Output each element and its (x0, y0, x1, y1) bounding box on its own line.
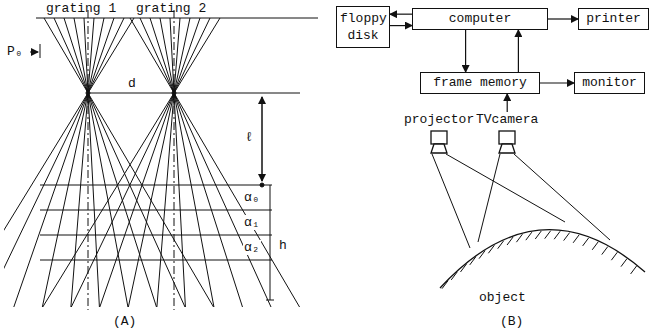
projector-device: projector (398, 112, 480, 154)
dimension: h (278, 238, 288, 253)
dimension: α₂ (243, 240, 261, 255)
part-name: grating 2 (136, 1, 206, 16)
node-text: printer (585, 11, 642, 27)
node-text: frame memory (427, 75, 533, 91)
part-name: object (478, 290, 527, 305)
center-line (174, 10, 175, 310)
dimension: P₀ (6, 44, 24, 59)
grating-point (172, 91, 176, 95)
connector-arrow (518, 30, 519, 72)
camera-device: TVcamera (470, 112, 544, 154)
view-ray (514, 154, 610, 240)
dimension-arrow (262, 97, 263, 181)
connector-arrow (390, 25, 412, 26)
figure-label: (B) (500, 314, 523, 329)
projection-ray (432, 154, 470, 248)
contour-plane (40, 210, 272, 211)
node-text: monitor (581, 75, 638, 91)
process-box: computer (412, 8, 548, 30)
dimension: α₀ (243, 190, 261, 205)
node-text: TVcamera (476, 112, 538, 128)
memory-box: frame memory (420, 72, 540, 94)
dimension: α₁ (243, 215, 261, 230)
height-line (270, 185, 271, 300)
dimension-arrow (262, 97, 263, 181)
storage-box: floppy disk (336, 6, 390, 48)
view-ray (478, 154, 500, 242)
part-name: grating 1 (46, 1, 116, 16)
connector-arrow (540, 82, 574, 83)
connector-arrow (390, 14, 412, 15)
node-text: floppy disk (340, 10, 386, 44)
pitch-tick (40, 44, 41, 58)
connector-arrow (507, 94, 508, 112)
object-surface (440, 230, 645, 288)
dimension: ℓ (244, 130, 254, 145)
projection-ray (446, 154, 565, 222)
connector-arrow (548, 18, 578, 19)
contour-plane (40, 260, 272, 261)
device-icon (495, 130, 519, 154)
output-box: printer (578, 8, 649, 30)
center-line (88, 10, 89, 310)
output-box: monitor (574, 72, 645, 94)
contour-plane (40, 185, 272, 186)
light-rays (4, 18, 301, 307)
node-text: computer (419, 11, 541, 27)
node-text: projector (404, 112, 474, 128)
pitch-arrow (30, 52, 38, 53)
height-tick (266, 300, 274, 301)
device-icon (427, 130, 451, 154)
hatching (442, 231, 637, 289)
grating-plane (36, 18, 318, 19)
figure-label: (A) (112, 314, 137, 329)
grating-point (86, 91, 90, 95)
connector-arrow (465, 30, 466, 72)
contour-plane (40, 235, 272, 236)
plane-point (260, 183, 264, 187)
dimension: d (127, 76, 137, 91)
grating-line (88, 93, 300, 94)
